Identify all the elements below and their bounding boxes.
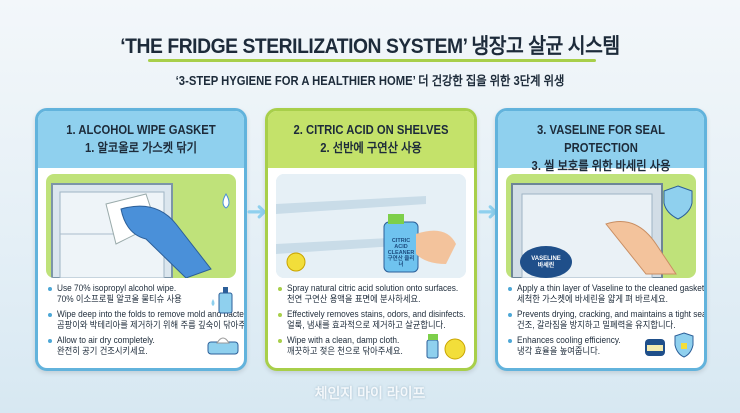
arrow-right-icon: ➜ [477, 196, 499, 226]
step-card-1: 1. ALCOHOL WIPE GASKET 1. 알코올로 가스켓 닦기 Us… [35, 108, 247, 371]
arrow-right-icon: ➜ [246, 196, 268, 226]
step-title-en: 2. CITRIC ACID ON SHELVES [293, 123, 449, 137]
step-title-ko: 3. 씰 보호를 위한 바세린 사용 [531, 159, 671, 173]
title-underline [148, 59, 596, 62]
bullet-item: Effectively removes stains, odors, and d… [278, 309, 466, 331]
vaseline-jar-icon [645, 339, 665, 356]
bullet-item: Use 70% isopropyl alcohol wipe.70% 이소프로필… [48, 283, 236, 305]
step-header: 3. VASELINE FOR SEAL PROTECTION 3. 씰 보호를… [498, 111, 704, 173]
illustration-wiping-gasket [46, 174, 236, 278]
step-title-ko: 1. 알코올로 가스켓 닦기 [85, 141, 197, 155]
step-header: 2. CITRIC ACID ON SHELVES 2. 선반에 구연산 사용 [268, 111, 474, 168]
step-header: 1. ALCOHOL WIPE GASKET 1. 알코올로 가스켓 닦기 [38, 111, 244, 168]
bullet-item: Prevents drying, cracking, and maintains… [508, 309, 704, 331]
watermark-footer: 체인지 마이 라이프 [314, 385, 426, 401]
lemon-icon [444, 338, 466, 360]
bullet-item: Allow to air dry completely.완전히 공기 건조시키세… [48, 335, 236, 357]
bullet-item: Enhances cooling efficiency.냉각 효율을 높여줍니다… [508, 335, 696, 357]
alcohol-bottle-icon [211, 287, 233, 314]
shield-lock-icon [674, 332, 694, 358]
step-card-2: 2. CITRIC ACID ON SHELVES 2. 선반에 구연산 사용 … [265, 108, 477, 371]
spray-bottle-icon [426, 334, 439, 359]
page-subtitle: ‘3-STEP HYGIENE FOR A HEALTHIER HOME’ 더 … [175, 74, 565, 88]
bullet-item: Apply a thin layer of Vaseline to the cl… [508, 283, 704, 305]
bullet-item: Spray natural citric acid solution onto … [278, 283, 466, 305]
step-title-en: 3. VASELINE FOR SEAL PROTECTION [537, 123, 665, 155]
bullet-item: Wipe with a clean, damp cloth.깨끗하고 젖은 천으… [278, 335, 466, 357]
page-title: ‘THE FRIDGE STERILIZATION SYSTEM’ 냉장고 살균… [120, 35, 620, 58]
step-card-3: 3. VASELINE FOR SEAL PROTECTION 3. 씰 보호를… [495, 108, 707, 371]
wipes-pack-icon [207, 337, 239, 355]
bullet-item: Wipe deep into the folds to remove mold … [48, 309, 244, 331]
step-title-ko: 2. 선반에 구연산 사용 [320, 141, 422, 155]
step-title-en: 1. ALCOHOL WIPE GASKET [66, 123, 216, 137]
